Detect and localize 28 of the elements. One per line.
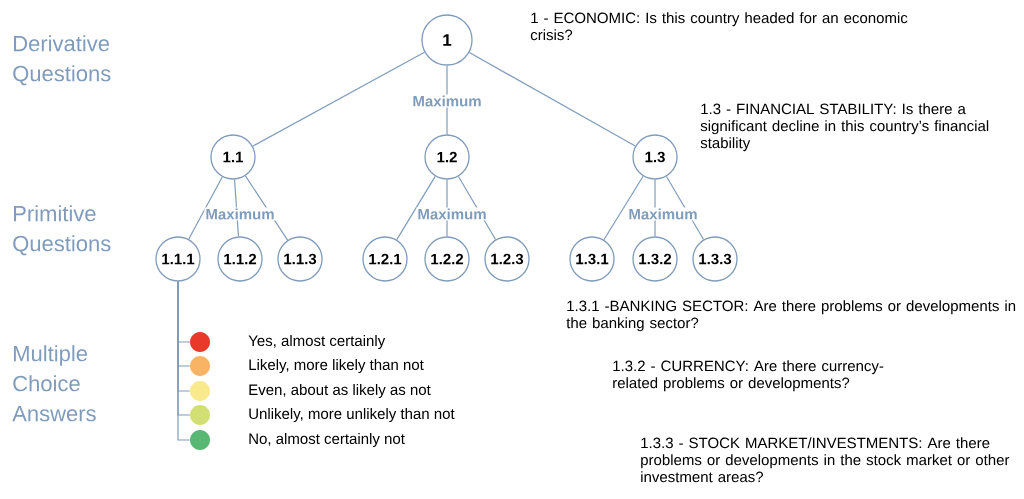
level-label: Multiple Choice Answers	[12, 345, 96, 422]
connector-line	[396, 175, 436, 241]
answer-dot	[190, 356, 210, 376]
connector-line	[468, 52, 636, 147]
level-label: Primitive Questions	[13, 205, 111, 256]
answer-text: Yes, almost certainly	[248, 335, 386, 349]
answer-dot	[190, 405, 210, 425]
answer-text: Unlikely, more unlikely than not	[249, 408, 455, 422]
answer-dot	[190, 332, 210, 352]
connector-line	[177, 281, 191, 441]
answer-text: Even, about as likely as not	[249, 384, 431, 398]
edge-label: Maximum	[627, 207, 699, 221]
answer-text: No, almost certainly not	[249, 433, 405, 447]
edge-label: Maximum	[411, 94, 483, 108]
description-text: 1.3.2 - CURRENCY: Are there currency-related problems or developments?	[613, 360, 884, 392]
edge-label: Maximum	[204, 207, 276, 221]
connector-line	[188, 176, 223, 240]
answer-text: Likely, more likely than not	[249, 359, 424, 373]
edge-label: Maximum	[416, 207, 488, 221]
answer-dot	[190, 381, 210, 401]
level-label: Derivative Questions	[13, 35, 111, 86]
description-text: 1.3.1 -BANKING SECTOR: Are there problems or developments in the banking sector?	[566, 300, 1016, 332]
description-text: 1.3.3 - STOCK MARKET/INVESTMENTS: Are there problems or developments in the stock market or other investment areas?	[641, 437, 1010, 483]
answer-dot	[190, 430, 210, 450]
description-text: 1 - ECONOMIC: Is this country headed for an economic crisis?	[530, 12, 908, 41]
description-text: 1.3 - FINANCIAL STABILITY: Is there a significant decline in this country’s financial stability	[700, 103, 989, 152]
connector-line	[603, 175, 644, 241]
connector-line	[252, 51, 426, 147]
